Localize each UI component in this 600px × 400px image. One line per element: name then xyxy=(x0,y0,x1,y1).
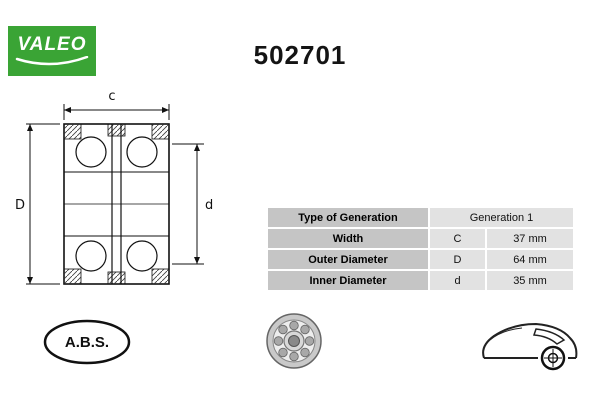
spec-row-width-value: 37 mm xyxy=(487,229,573,248)
spec-row-generation-label: Type of Generation xyxy=(268,208,428,227)
valeo-logo-swoosh-icon xyxy=(15,55,89,65)
spec-row-generation-value: Generation 1 xyxy=(430,208,573,227)
bearing-photo-icon xyxy=(266,313,322,369)
spec-row-outer-diameter-label: Outer Diameter xyxy=(268,250,428,269)
part-number: 502701 xyxy=(253,40,347,70)
valeo-logo: VALEO xyxy=(8,26,96,76)
car-rear-icon xyxy=(482,322,578,371)
spec-row-width-symbol: C xyxy=(430,229,485,248)
bearing-cross-section-diagram: c D d xyxy=(15,89,213,285)
dim-label-D: D xyxy=(15,198,25,213)
spec-row-outer-diameter-symbol: D xyxy=(430,250,485,269)
abs-badge-icon: A.B.S. xyxy=(43,319,131,365)
spec-table: Type of Generation Generation 1 Width C … xyxy=(268,208,573,290)
dim-label-d: d xyxy=(205,198,213,213)
spec-row-inner-diameter-value: 35 mm xyxy=(487,271,573,290)
spec-row-inner-diameter-label: Inner Diameter xyxy=(268,271,428,290)
valeo-logo-text: VALEO xyxy=(17,33,87,55)
abs-badge-label: A.B.S. xyxy=(65,334,109,351)
spec-row-inner-diameter-symbol: d xyxy=(430,271,485,290)
spec-row-width-label: Width xyxy=(268,229,428,248)
dim-label-c: c xyxy=(108,89,115,104)
spec-row-outer-diameter-value: 64 mm xyxy=(487,250,573,269)
